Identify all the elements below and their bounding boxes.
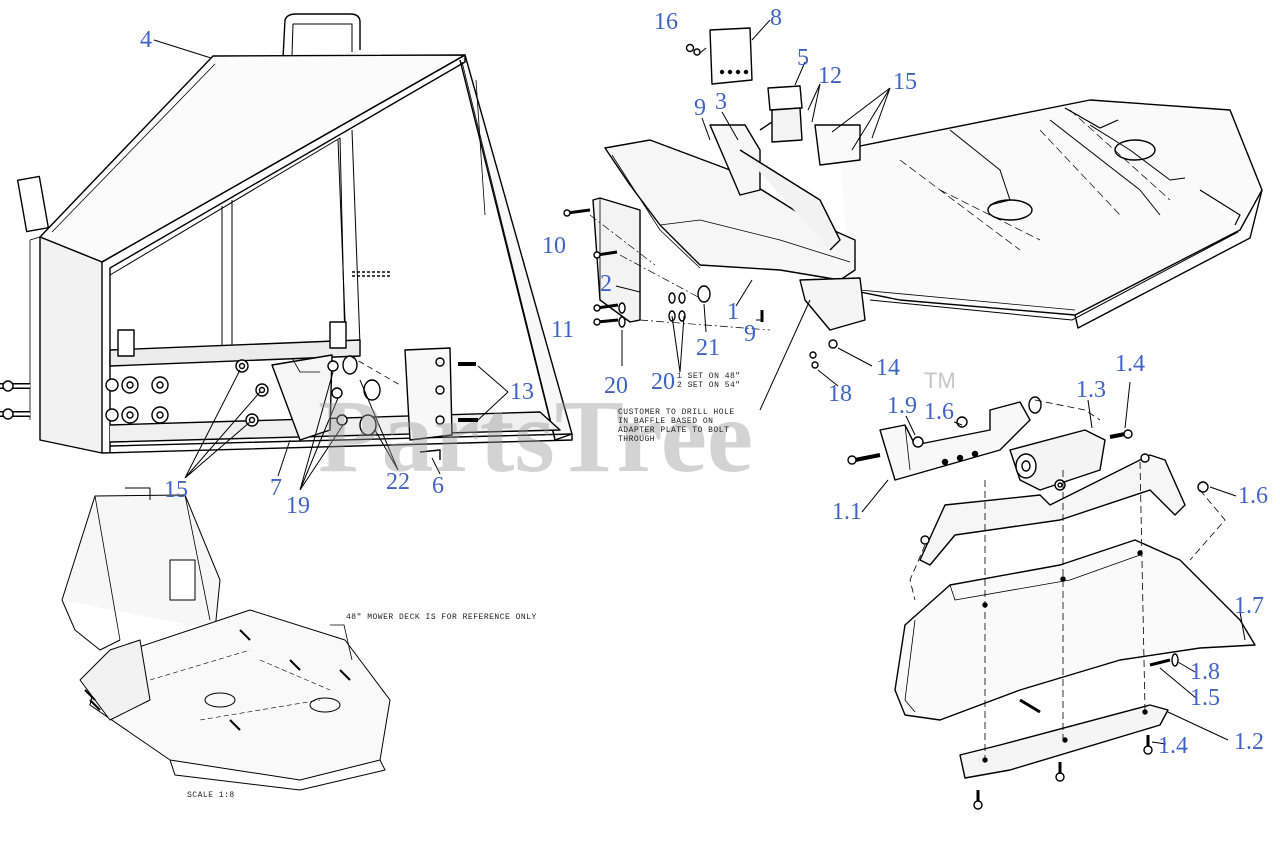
callout-1-4-top: 1.4 <box>1115 351 1145 377</box>
callout-11: 11 <box>551 317 575 343</box>
callout-1-1: 1.1 <box>832 499 862 525</box>
callout-13: 13 <box>510 379 534 405</box>
callout-10: 10 <box>542 233 566 259</box>
callout-1-9: 1.9 <box>887 393 917 419</box>
callout-5: 5 <box>797 45 809 71</box>
callout-6: 6 <box>432 473 444 499</box>
callout-18: 18 <box>828 381 852 407</box>
callout-7: 7 <box>270 475 282 501</box>
note-set-count: 1 SET ON 48" 2 SET ON 54" <box>677 372 741 390</box>
callout-14: 14 <box>876 355 900 381</box>
trademark-mark: TM <box>924 368 956 393</box>
callout-9-bottom: 9 <box>744 321 756 347</box>
note-scale: SCALE 1:8 <box>187 791 235 800</box>
callout-4: 4 <box>140 27 152 53</box>
callout-15-bottom: 15 <box>164 477 188 503</box>
callout-20-right: 20 <box>651 369 675 395</box>
callout-21: 21 <box>696 335 720 361</box>
note-deck-reference: 48" MOWER DECK IS FOR REFERENCE ONLY <box>346 613 537 622</box>
callout-1-8: 1.8 <box>1190 659 1220 685</box>
hopper-assembly <box>0 13 573 491</box>
callout-8: 8 <box>770 5 782 31</box>
callout-1-6-right: 1.6 <box>1238 483 1268 509</box>
callout-20-left: 20 <box>604 373 628 399</box>
callout-1-4-bottom: 1.4 <box>1158 733 1188 759</box>
callout-19: 19 <box>286 493 310 519</box>
callout-1: 1 <box>727 299 739 325</box>
callout-1-3: 1.3 <box>1076 377 1106 403</box>
adapter-kit <box>847 381 1256 810</box>
callout-12: 12 <box>818 63 842 89</box>
callout-3: 3 <box>715 89 727 115</box>
note-customer-drill: CUSTOMER TO DRILL HOLE IN BAFFLE BASED O… <box>618 408 735 444</box>
callout-22: 22 <box>386 469 410 495</box>
callout-2: 2 <box>600 271 612 297</box>
callout-1-7: 1.7 <box>1234 593 1264 619</box>
callout-16: 16 <box>654 9 678 35</box>
callout-15-top: 15 <box>893 69 917 95</box>
callout-1-2: 1.2 <box>1234 729 1264 755</box>
watermark: PartsTree <box>318 379 754 494</box>
callout-1-6-top: 1.6 <box>924 399 954 425</box>
callout-1-5: 1.5 <box>1190 685 1220 711</box>
reference-assembly <box>61 487 391 791</box>
deck-adapter-assembly <box>563 19 1263 411</box>
callout-9-top: 9 <box>694 95 706 121</box>
